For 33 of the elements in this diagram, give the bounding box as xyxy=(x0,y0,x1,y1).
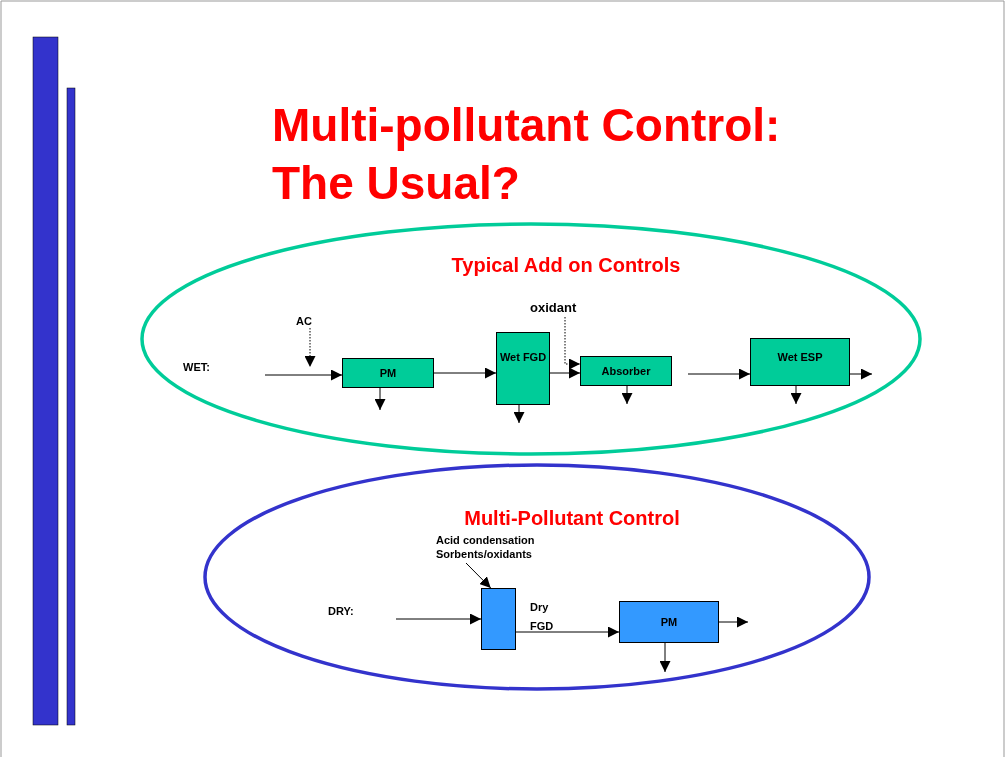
arrow xyxy=(659,642,671,673)
process-box: PM xyxy=(342,358,434,388)
arrow xyxy=(621,385,633,405)
arrow xyxy=(687,368,751,380)
arrow xyxy=(465,562,492,589)
arrow xyxy=(849,368,873,380)
dotted-arrow xyxy=(564,316,581,370)
arrow xyxy=(513,404,525,424)
row-label: WET: xyxy=(183,361,210,373)
box-caption: Dry FGD xyxy=(530,600,555,634)
process-box: Wet ESP xyxy=(750,338,850,386)
annotation-text: oxidant xyxy=(530,301,590,317)
annotation-text: AC xyxy=(296,314,324,328)
row-label: DRY: xyxy=(328,605,354,617)
arrow xyxy=(515,626,620,638)
process-box: Absorber xyxy=(580,356,672,386)
arrow xyxy=(549,367,581,379)
process-box: PM xyxy=(619,601,719,643)
ellipse-group xyxy=(203,463,871,691)
group-heading: Typical Add on Controls xyxy=(451,254,681,277)
group-heading: Multi-Pollutant Control xyxy=(464,507,680,530)
dotted-arrow xyxy=(304,327,316,368)
ellipse-group xyxy=(140,222,922,456)
arrow xyxy=(433,367,497,379)
process-box: Wet FGD xyxy=(496,332,550,405)
slide-title: Multi-pollutant Control: The Usual? xyxy=(272,98,782,211)
arrow xyxy=(395,613,482,625)
arrow xyxy=(374,387,386,411)
annotation-text: Acid condensation Sorbents/oxidants xyxy=(436,533,548,561)
arrow xyxy=(790,385,802,405)
arrow xyxy=(264,369,343,381)
arrow xyxy=(718,616,749,628)
process-box xyxy=(481,588,516,650)
